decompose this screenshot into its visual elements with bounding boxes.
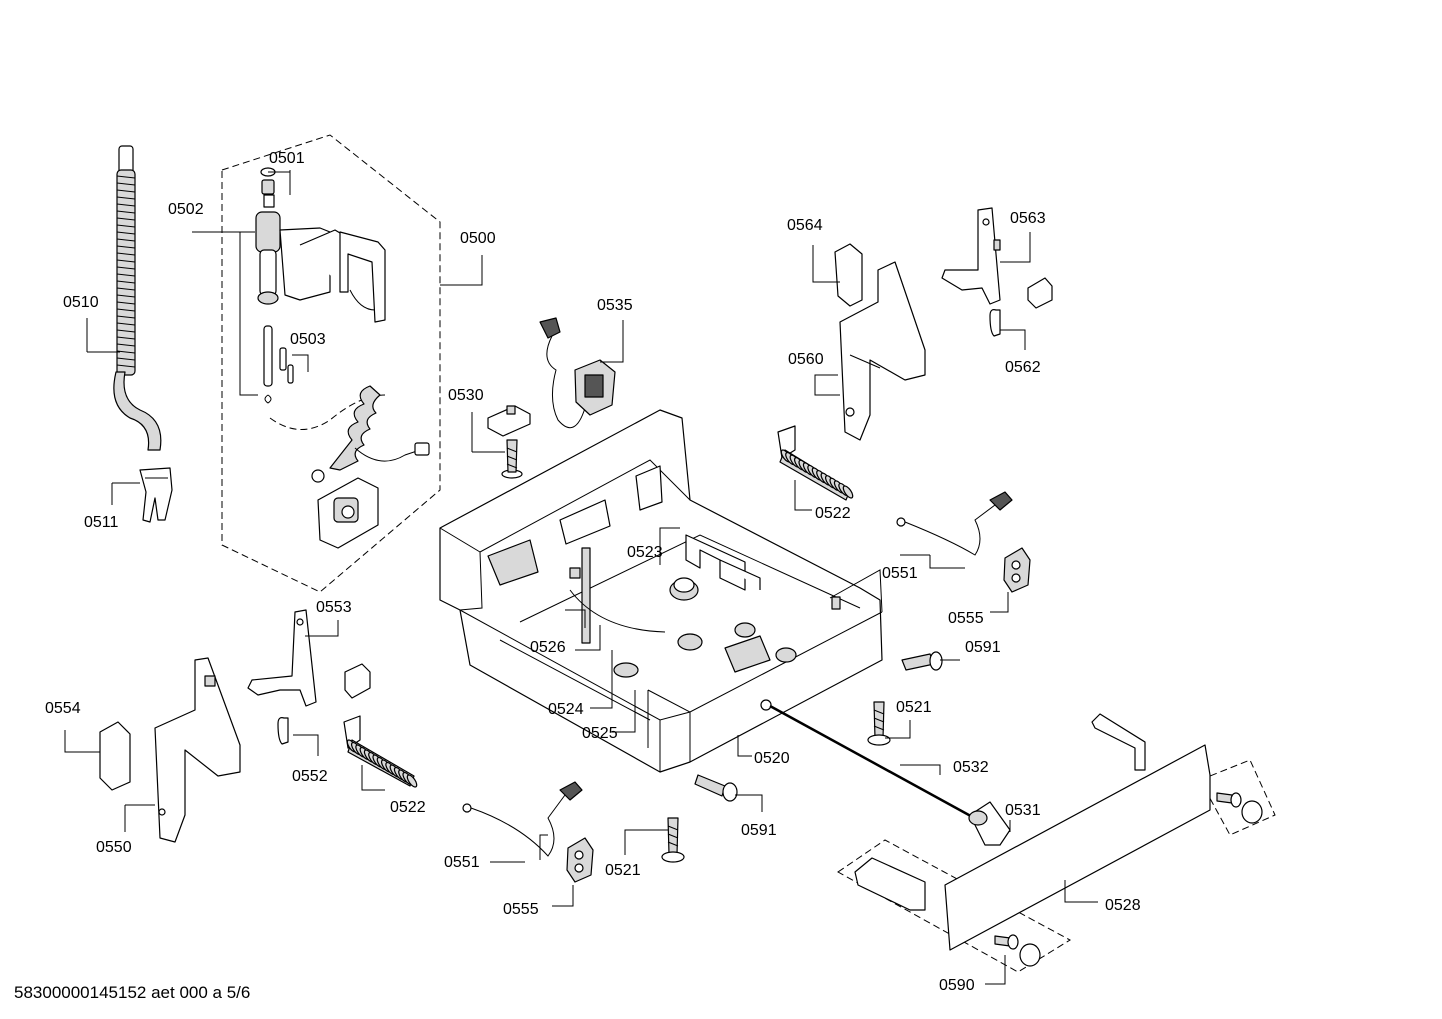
label-0521-right: 0521 <box>896 699 932 716</box>
label-0591-center: 0591 <box>741 822 777 839</box>
label-0500: 0500 <box>460 230 496 247</box>
label-0501: 0501 <box>269 150 305 167</box>
part-0500-coiled-hose <box>311 385 430 483</box>
label-0552: 0552 <box>292 768 328 785</box>
part-0531-knob <box>968 801 1011 846</box>
part-0555-holder-right <box>1003 547 1031 593</box>
leader-lines <box>64 170 1098 985</box>
label-0555-left: 0555 <box>503 901 539 918</box>
part-0503-sensor-pins <box>263 325 294 404</box>
part-0551-sensor-cable-right <box>896 491 1013 556</box>
part-0500-valve-housing <box>339 231 386 323</box>
label-0535: 0535 <box>597 297 633 314</box>
part-0521-screw-center <box>661 817 685 863</box>
part-0511-hose-clip <box>139 467 173 523</box>
part-0553-cap <box>344 663 371 699</box>
part-0550-bracket <box>154 657 241 843</box>
label-0562: 0562 <box>1005 359 1041 376</box>
label-0551-right: 0551 <box>882 565 918 582</box>
label-0563: 0563 <box>1010 210 1046 227</box>
label-0528: 0528 <box>1105 897 1141 914</box>
label-0522-upper: 0522 <box>815 505 851 522</box>
part-0528-front-panel <box>944 744 1211 951</box>
label-0531: 0531 <box>1005 802 1041 819</box>
part-0551-sensor-cable-left <box>462 781 583 857</box>
label-0511: 0511 <box>84 514 119 531</box>
label-0523: 0523 <box>627 544 663 561</box>
group-0500-boundary <box>221 134 441 593</box>
part-0520-base-frame <box>439 409 883 773</box>
part-0560-bracket <box>839 261 926 441</box>
label-0522-lower: 0522 <box>390 799 426 816</box>
part-0510-drain-hose <box>113 145 162 451</box>
part-0590-pcb-strip <box>854 857 926 911</box>
label-0502: 0502 <box>168 201 204 218</box>
label-0524: 0524 <box>548 701 584 718</box>
label-0591-right: 0591 <box>965 639 1001 656</box>
label-0550: 0550 <box>96 839 132 856</box>
label-0532: 0532 <box>953 759 989 776</box>
label-0554: 0554 <box>45 700 81 717</box>
label-0551-left: 0551 <box>444 854 480 871</box>
part-0590-button-screw-upper <box>1216 792 1263 824</box>
label-0555-right: 0555 <box>948 610 984 627</box>
part-0562-clip <box>989 309 1001 337</box>
label-0564: 0564 <box>787 217 823 234</box>
label-0520: 0520 <box>754 750 790 767</box>
part-0563-bracket <box>941 207 1001 305</box>
label-0553: 0553 <box>316 599 352 616</box>
part-0591-screw-center <box>694 774 738 802</box>
part-0500-mounting-plate <box>317 477 379 549</box>
part-0535-switch-cable <box>539 317 616 429</box>
part-0528-bracket <box>1091 713 1146 771</box>
label-0503: 0503 <box>290 331 326 348</box>
part-0521-screw-right <box>867 701 891 746</box>
part-0501-washer-nut <box>260 167 276 208</box>
button-group-boundary <box>1199 759 1276 836</box>
label-0590: 0590 <box>939 977 975 994</box>
part-0530-screw <box>501 439 523 479</box>
part-0530-switch-block <box>487 405 531 437</box>
part-0590-button-screw-lower <box>994 934 1041 967</box>
part-0591-screw-right <box>901 651 943 671</box>
part-0555-holder-left <box>566 837 594 883</box>
part-0502-fill-valve <box>255 211 346 305</box>
part-0553-bracket <box>247 609 317 707</box>
part-0522-spring-upper <box>777 425 854 501</box>
label-0526: 0526 <box>530 639 566 656</box>
part-0564-clip <box>834 243 863 307</box>
part-0552-clip <box>277 717 289 745</box>
part-0563-cap <box>1027 277 1053 309</box>
label-0521-center: 0521 <box>605 862 641 879</box>
label-0560: 0560 <box>788 351 824 368</box>
part-0554-cover <box>99 721 131 791</box>
part-0522-spring-lower <box>343 715 418 788</box>
label-0525: 0525 <box>582 725 618 742</box>
drawing-reference-footer: 58300000145152 aet 000 a 5/6 <box>14 983 250 1002</box>
label-0510: 0510 <box>63 294 99 311</box>
part-0532-push-rod <box>769 704 979 822</box>
part-labels: 0501 0502 0500 0503 0510 0511 0535 0530 … <box>45 150 1141 994</box>
label-0530: 0530 <box>448 387 484 404</box>
